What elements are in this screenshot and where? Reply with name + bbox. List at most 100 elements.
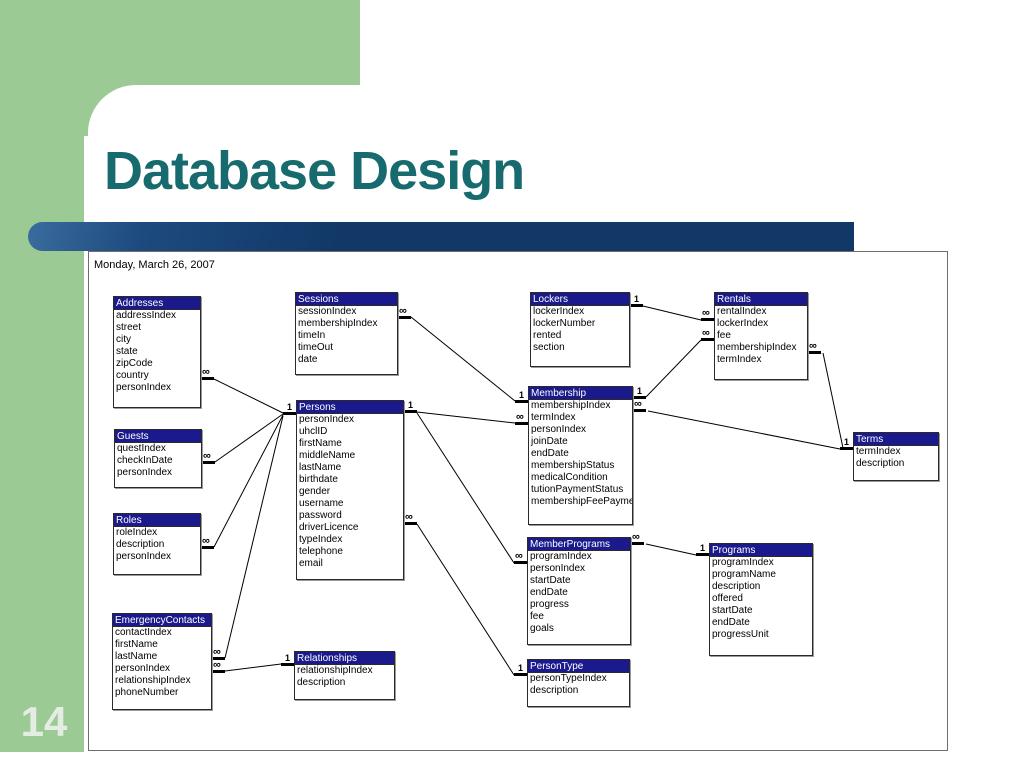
table-title-addresses[interactable]: Addresses (114, 297, 200, 310)
field-firstname[interactable]: firstName (115, 639, 158, 650)
field-personindex[interactable]: personIndex (530, 563, 586, 574)
field-roleindex[interactable]: roleIndex (116, 527, 158, 538)
table-title-membership[interactable]: Membership (529, 387, 632, 400)
field-termindex[interactable]: termIndex (717, 354, 762, 365)
table-title-terms[interactable]: Terms (854, 433, 938, 446)
relationship-line-rentals-terms[interactable] (822, 352, 844, 449)
field-progress[interactable]: progress (530, 599, 569, 610)
field-startdate[interactable]: startDate (712, 605, 753, 616)
table-title-programs[interactable]: Programs (710, 544, 812, 557)
field-startdate[interactable]: startDate (530, 575, 571, 586)
relationship-line-memberprograms-programs[interactable] (645, 543, 697, 556)
field-membershipfeepaymen[interactable]: membershipFeePaymen (531, 496, 632, 507)
field-programname[interactable]: programName (712, 569, 776, 580)
field-phonenumber[interactable]: phoneNumber (115, 687, 179, 698)
relationship-line-persons-persontype[interactable] (416, 523, 515, 676)
field-relationshipindex[interactable]: relationshipIndex (297, 665, 373, 676)
relationship-line-persons-membership[interactable] (416, 411, 516, 424)
field-country[interactable]: country (116, 370, 149, 381)
field-medicalcondition[interactable]: medicalCondition (531, 472, 608, 483)
field-personindex[interactable]: personIndex (116, 551, 172, 562)
field-lockernumber[interactable]: lockerNumber (533, 318, 596, 329)
field-email[interactable]: email (299, 558, 323, 569)
field-enddate[interactable]: endDate (531, 448, 569, 459)
field-birthdate[interactable]: birthdate (299, 474, 338, 485)
table-title-sessions[interactable]: Sessions (296, 293, 397, 306)
relationship-line-roles-persons[interactable] (213, 414, 284, 548)
table-title-roles[interactable]: Roles (114, 514, 200, 527)
field-offered[interactable]: offered (712, 593, 743, 604)
field-username[interactable]: username (299, 498, 344, 509)
field-middlename[interactable]: middleName (299, 450, 356, 461)
field-enddate[interactable]: endDate (712, 617, 750, 628)
field-description[interactable]: description (712, 581, 761, 592)
field-driverlicence[interactable]: driverLicence (299, 522, 359, 533)
field-membershipindex[interactable]: membershipIndex (717, 342, 797, 353)
field-goals[interactable]: goals (530, 623, 554, 634)
field-questindex[interactable]: questIndex (117, 443, 166, 454)
field-membershipindex[interactable]: membershipIndex (531, 400, 611, 411)
field-termindex[interactable]: termIndex (531, 412, 576, 423)
field-section[interactable]: section (533, 342, 565, 353)
field-zipcode[interactable]: zipCode (116, 358, 153, 369)
field-description[interactable]: description (116, 539, 165, 550)
field-fee[interactable]: fee (530, 611, 544, 622)
table-title-rentals[interactable]: Rentals (715, 293, 807, 306)
field-lockerindex[interactable]: lockerIndex (717, 318, 769, 329)
field-telephone[interactable]: telephone (299, 546, 343, 557)
table-title-persontype[interactable]: PersonType (528, 660, 629, 673)
table-title-guests[interactable]: Guests (115, 430, 201, 443)
relationship-line-persons-memberprograms[interactable] (416, 412, 515, 564)
field-rented[interactable]: rented (533, 330, 562, 341)
field-description[interactable]: description (297, 677, 346, 688)
field-city[interactable]: city (116, 334, 131, 345)
field-typeindex[interactable]: typeIndex (299, 534, 343, 545)
table-title-emergencycontacts[interactable]: EmergencyContacts (113, 614, 211, 627)
field-sessionindex[interactable]: sessionIndex (298, 306, 357, 317)
field-fee[interactable]: fee (717, 330, 731, 341)
field-date[interactable]: date (298, 354, 318, 365)
field-enddate[interactable]: endDate (530, 587, 568, 598)
table-title-lockers[interactable]: Lockers (531, 293, 629, 306)
field-lockerindex[interactable]: lockerIndex (533, 306, 585, 317)
field-personindex[interactable]: personIndex (116, 382, 172, 393)
table-title-persons[interactable]: Persons (297, 401, 403, 414)
field-programindex[interactable]: programIndex (530, 551, 592, 562)
relationship-line-emergencycontacts-persons[interactable] (224, 415, 284, 659)
field-termindex[interactable]: termIndex (856, 446, 901, 457)
field-personindex[interactable]: personIndex (531, 424, 587, 435)
relationship-line-sessions-membership[interactable] (410, 316, 516, 402)
field-joindate[interactable]: joinDate (531, 436, 568, 447)
field-personindex[interactable]: personIndex (117, 467, 173, 478)
field-checkindate[interactable]: checkInDate (117, 455, 173, 466)
field-addressindex[interactable]: addressIndex (116, 310, 177, 321)
field-rentalindex[interactable]: rentalIndex (717, 306, 767, 317)
field-password[interactable]: password (299, 510, 342, 521)
relationship-line-membership-rentals[interactable] (645, 339, 702, 398)
field-contactindex[interactable]: contactIndex (115, 627, 172, 638)
table-title-relationships[interactable]: Relationships (295, 652, 394, 665)
field-persontypeindex[interactable]: personTypeIndex (530, 673, 607, 684)
field-gender[interactable]: gender (299, 486, 331, 497)
field-timeout[interactable]: timeOut (298, 342, 334, 353)
relationship-line-addresses-persons[interactable] (213, 378, 284, 414)
field-personindex[interactable]: personIndex (299, 414, 355, 425)
relationship-line-emergencycontacts-relationships[interactable] (224, 663, 282, 672)
field-tutionpaymentstatus[interactable]: tutionPaymentStatus (531, 484, 624, 495)
field-street[interactable]: street (116, 322, 142, 333)
field-lastname[interactable]: lastName (299, 462, 342, 473)
field-timein[interactable]: timeIn (298, 330, 326, 341)
field-membershipindex[interactable]: membershipIndex (298, 318, 378, 329)
